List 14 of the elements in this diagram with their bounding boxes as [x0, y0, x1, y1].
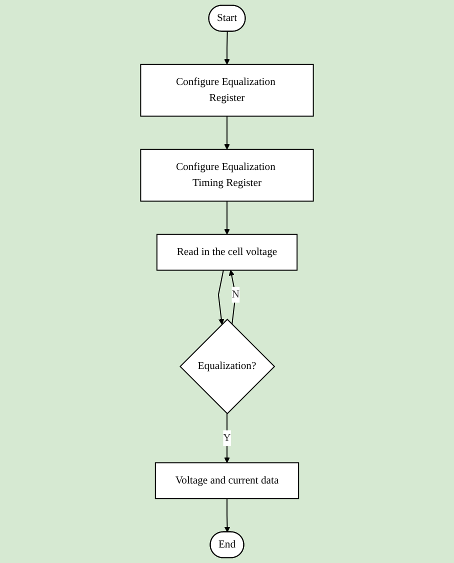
arrow: [224, 413, 230, 463]
arrow: [224, 31, 230, 65]
node-diamond: Equalization?: [180, 318, 276, 414]
arrow: [224, 200, 230, 235]
edge-label: Y: [223, 432, 231, 444]
node-box: Voltage and current data: [154, 462, 300, 500]
node-box: Configure Equalization Timing Register: [140, 148, 314, 202]
arrow: [224, 498, 230, 532]
node-box: Configure Equalization Register: [140, 64, 314, 117]
arrow: [218, 270, 224, 325]
arrow: [224, 116, 230, 150]
node-box: Read in the cell voltage: [156, 234, 298, 271]
arrow: [228, 270, 236, 325]
edge-label: N: [232, 288, 240, 300]
